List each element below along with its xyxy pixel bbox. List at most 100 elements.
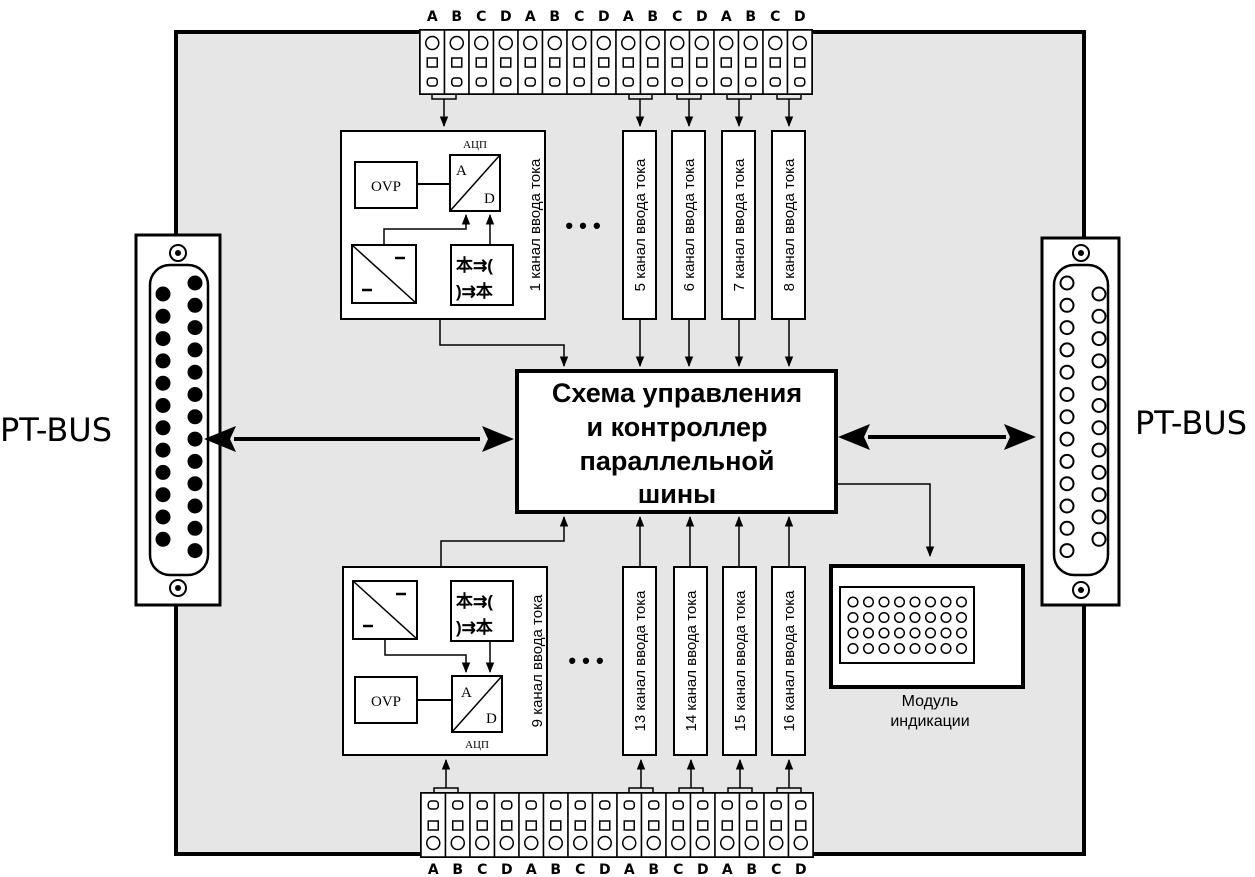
connector-pin (1059, 275, 1075, 291)
ovp-label: OVP (371, 694, 401, 710)
channel-1-label: 1 канал ввода тока (527, 158, 544, 291)
led-indicator (847, 596, 859, 608)
indicator-label-line-2: индикации (890, 713, 969, 730)
controller-title-line-1: Схема управления (552, 378, 802, 408)
led-indicator (893, 611, 906, 624)
connector-pin (187, 275, 203, 291)
channel-8-block: 8 канал ввода тока (771, 130, 806, 320)
screw-icon (523, 35, 538, 51)
channel-16-label: 16 канал ввода тока (781, 590, 798, 732)
connector-pin (155, 398, 171, 413)
connector-pin (187, 387, 203, 402)
screw-icon (450, 835, 465, 851)
adc-title: АЦП (463, 139, 487, 151)
terminal-cell (737, 29, 764, 95)
connector-pin (155, 286, 171, 302)
connector-pin (187, 520, 203, 536)
screw-icon (425, 35, 440, 51)
controller-title-line-2: и контроллер (586, 412, 767, 442)
led-indicator (847, 642, 859, 655)
connector-pin (1091, 509, 1107, 525)
optocoupler-icon (450, 244, 514, 306)
screw-icon (524, 835, 539, 851)
terminal-arrows-bottom (433, 758, 802, 793)
terminal-pin-label: B (550, 862, 561, 877)
connector-pin (187, 342, 203, 358)
connector-pin (1059, 543, 1075, 559)
screw-icon (671, 835, 686, 851)
terminal-cell (688, 29, 715, 95)
terminal-pin-label: B (746, 862, 757, 877)
screw-icon (169, 244, 187, 262)
connector-pin (155, 420, 171, 436)
terminal-pin-label: C (476, 9, 486, 25)
screw-icon (498, 35, 513, 51)
screw-icon (449, 35, 464, 51)
terminal-cell (566, 29, 593, 95)
channel-9-label: 9 канал ввода тока (529, 594, 546, 727)
channel-6-block: 6 канал ввода тока (671, 130, 706, 320)
terminal-pin-label: B (452, 862, 463, 877)
terminal-cell (419, 29, 446, 95)
led-indicator (862, 642, 875, 655)
screw-icon (743, 35, 758, 51)
led-indicator (847, 627, 859, 639)
screw-icon (572, 35, 587, 51)
terminal-cell (713, 29, 740, 95)
connector-pin (1059, 342, 1075, 358)
screw-icon (573, 835, 588, 851)
terminal-pin-label: D (696, 9, 708, 25)
connector-pin (1059, 476, 1075, 492)
terminal-cell (420, 792, 447, 858)
connector-pin (187, 409, 203, 425)
terminal-pin-label: D (599, 862, 611, 877)
terminal-pin-label: B (451, 9, 462, 25)
svg-text:本⇉(: 本⇉( (456, 591, 493, 611)
connector-pin (187, 453, 203, 469)
adc-a-label: A (461, 685, 472, 701)
screw-icon (719, 35, 734, 51)
connector-pin (187, 320, 203, 336)
ovp-block (354, 161, 418, 209)
adc-a-label: A (456, 163, 467, 179)
screw-icon (744, 835, 759, 851)
terminal-pin-label: C (575, 862, 585, 877)
terminal-cell (689, 792, 716, 858)
connector-pin (155, 308, 171, 324)
connector-pin (1091, 420, 1107, 436)
connector-pin (1091, 286, 1107, 302)
led-indicator (878, 627, 890, 639)
terminal-cell (665, 792, 692, 858)
led-indicator (862, 596, 875, 608)
connector-pin (187, 297, 203, 313)
terminal-cell (493, 792, 520, 858)
screw-icon (474, 35, 489, 51)
channel-8-label: 8 канал ввода тока (781, 158, 798, 291)
screw-icon (621, 35, 636, 51)
pt-bus-label-left: PT-BUS (0, 411, 112, 449)
terminal-block-top (419, 29, 813, 95)
connector-pin (187, 431, 203, 447)
terminal-pin-label: D (500, 9, 512, 25)
led-indicator (955, 611, 968, 624)
terminal-pin-label: A (623, 9, 634, 25)
channel-arrows-top (439, 319, 794, 368)
screw-icon (596, 35, 611, 51)
terminal-pin-label: C (771, 862, 781, 877)
screw-icon (499, 835, 514, 851)
terminal-cell (762, 29, 789, 95)
terminal-pin-label: C (672, 9, 682, 25)
optocoupler-icon (450, 580, 514, 642)
channel-7-block: 7 канал ввода тока (721, 130, 756, 320)
terminal-cell (639, 29, 666, 95)
led-indicator (924, 627, 937, 639)
terminal-pin-label: C (477, 862, 487, 877)
led-indicator (847, 611, 859, 624)
terminal-pin-label: B (648, 862, 659, 877)
connector-pin (1059, 520, 1075, 536)
connector-pin (155, 442, 171, 458)
pt-bus-label-right: PT-BUS (1135, 404, 1247, 442)
terminal-pin-label: D (598, 9, 610, 25)
screw-icon (646, 835, 661, 851)
